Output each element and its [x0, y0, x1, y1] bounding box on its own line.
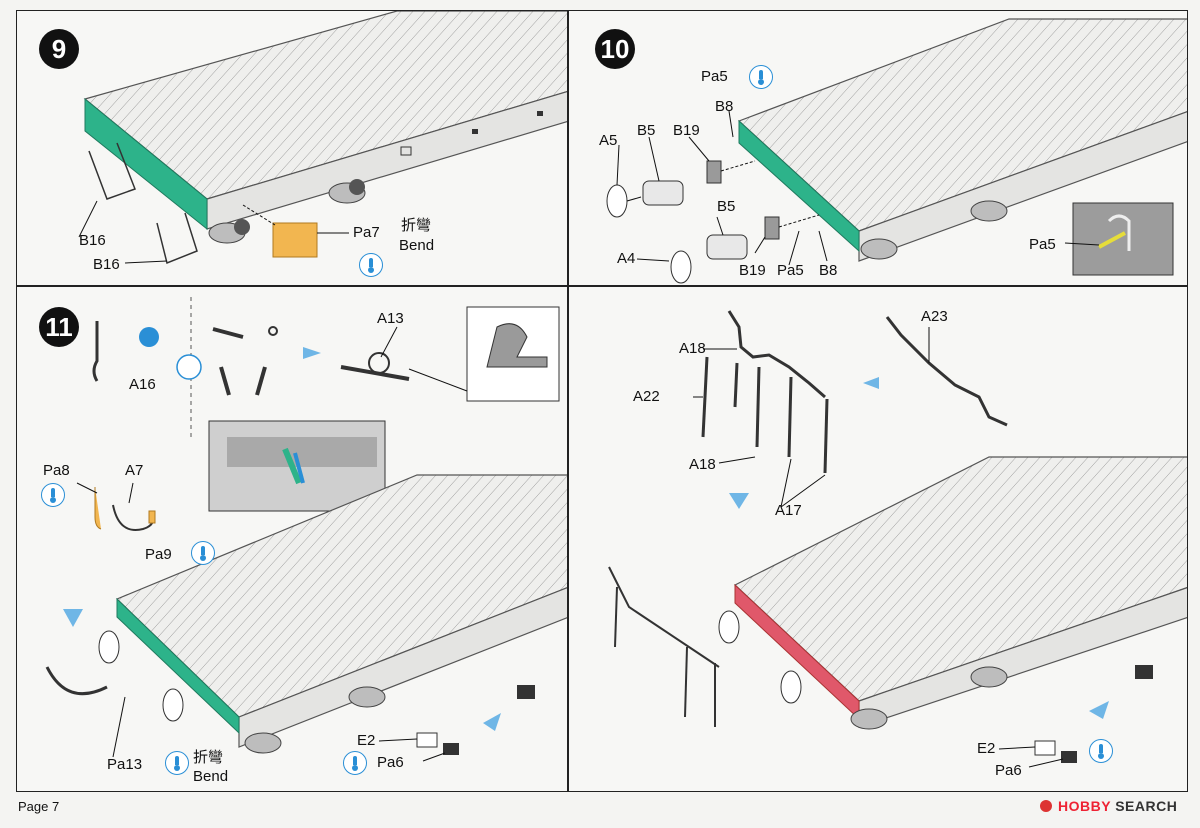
label-pa5-inset: Pa5 — [1029, 236, 1056, 253]
label-b19-top: B19 — [673, 122, 700, 139]
cement-end — [84, 97, 208, 231]
wagon-side — [238, 587, 567, 748]
label-pa6: Pa6 — [377, 754, 404, 771]
step-11-illustration — [45, 297, 567, 762]
page-label: Page 7 — [18, 799, 60, 814]
glue-drop-icon — [165, 751, 189, 775]
label-pa8: Pa8 — [43, 462, 70, 479]
label-a13: A13 — [377, 310, 404, 327]
glue-drop-icon — [343, 751, 367, 775]
inset-pa5-detail — [1072, 202, 1174, 276]
step-9-panel: 9 B16 B16 Pa7 折彎 Bend — [16, 10, 568, 286]
label-a16: A16 — [129, 376, 156, 393]
label-b5-mid: B5 — [717, 198, 736, 215]
hobbysearch-logo-icon — [1040, 800, 1052, 812]
step-12-panel: A18 A23 A22 A18 A17 E2 Pa6 — [568, 286, 1188, 792]
step-11-panel: 11 A16 A13 Pa8 A7 Pa9 Pa13 折彎 Bend E2 Pa… — [16, 286, 568, 792]
label-e2: E2 — [357, 732, 376, 749]
label-b5-top: B5 — [637, 122, 656, 139]
label-b8-bottom: B8 — [819, 262, 838, 279]
decal-pa7 — [272, 222, 318, 258]
label-b19-bottom: B19 — [739, 262, 766, 279]
step-11-number: 11 — [39, 307, 79, 347]
watermark: HOBBY SEARCH — [1058, 798, 1177, 814]
label-pa13: Pa13 — [107, 756, 143, 773]
label-a5: A5 — [599, 132, 618, 149]
label-a18-top: A18 — [679, 340, 706, 357]
step-12-illustration — [608, 310, 1187, 768]
label-b16-bottom: B16 — [93, 256, 120, 273]
glue-drop-icon — [749, 65, 773, 89]
step-10-panel: 10 Pa5 B8 A5 B5 B19 B5 A4 B19 Pa5 B8 Pa5 — [568, 10, 1188, 286]
glue-drop-icon — [191, 541, 215, 565]
label-pa5-bottom: Pa5 — [777, 262, 804, 279]
watermark-search: SEARCH — [1115, 798, 1178, 814]
step-9-number: 9 — [39, 29, 79, 69]
cement-end — [738, 119, 860, 253]
step-10-number: 10 — [595, 29, 635, 69]
glue-drop-icon — [359, 253, 383, 277]
label-pa6: Pa6 — [995, 762, 1022, 779]
watermark-hobby: HOBBY — [1058, 798, 1111, 814]
label-a17: A17 — [775, 502, 802, 519]
label-b16-top: B16 — [79, 232, 106, 249]
label-a22: A22 — [633, 388, 660, 405]
label-a7: A7 — [125, 462, 144, 479]
glue-drop-icon — [1089, 739, 1113, 763]
label-a18-bottom: A18 — [689, 456, 716, 473]
label-pa7: Pa7 — [353, 224, 380, 241]
label-bend: Bend — [399, 237, 435, 254]
label-bend: Bend — [193, 768, 229, 785]
label-bend-cjk: 折彎 — [193, 748, 224, 766]
label-bend-cjk: 折彎 — [401, 216, 432, 234]
label-pa9: Pa9 — [145, 546, 172, 563]
cement-end — [116, 597, 240, 735]
label-a4: A4 — [617, 250, 636, 267]
step-10-illustration — [606, 18, 1187, 284]
step-9-illustration — [78, 11, 567, 265]
label-pa5-top: Pa5 — [701, 68, 728, 85]
glue-drop-icon — [41, 483, 65, 507]
label-a23: A23 — [921, 308, 948, 325]
label-e2: E2 — [977, 740, 996, 757]
label-b8-top: B8 — [715, 98, 734, 115]
